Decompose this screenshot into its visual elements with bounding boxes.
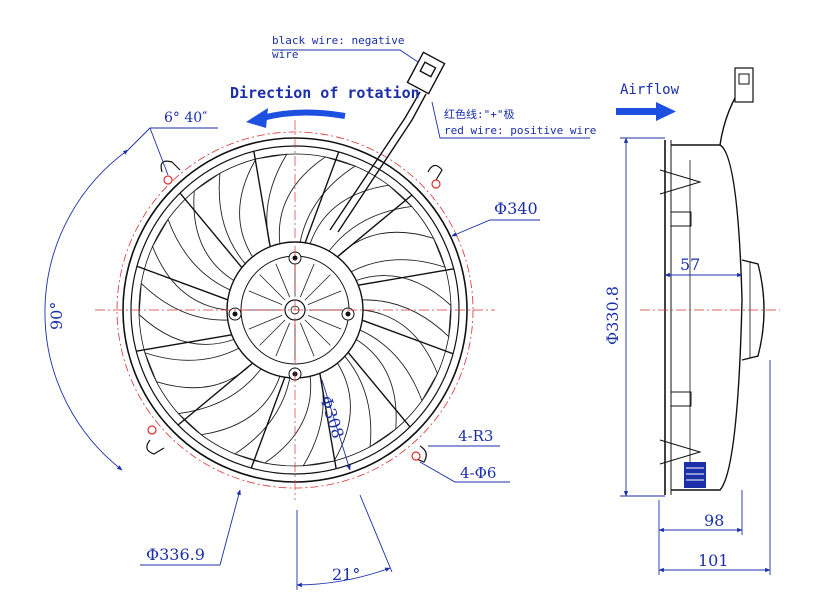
black-wire-label: black wire: negative <box>272 34 404 47</box>
airflow-arrow <box>616 102 676 121</box>
frame-strut <box>179 192 243 269</box>
hub-ribs <box>245 260 345 360</box>
side-view <box>640 67 780 495</box>
fan-blade <box>309 184 413 252</box>
angle-90-label: 90° <box>47 302 66 330</box>
frame-strut <box>253 151 271 247</box>
frame-strut <box>177 362 254 426</box>
hub-rib <box>307 290 342 306</box>
frame-strut <box>336 194 413 258</box>
dia-308-label: Φ308 <box>316 393 348 440</box>
fan-blade <box>359 309 438 402</box>
hub-rib <box>248 314 283 330</box>
frame-strut <box>304 151 340 244</box>
hub-rib <box>259 319 286 346</box>
fan-blade <box>302 362 351 467</box>
hub-rib <box>248 290 283 306</box>
fan-blade <box>144 347 253 389</box>
fan-blades <box>138 153 452 467</box>
dim-57-label: 57 <box>680 255 700 274</box>
fan-blade <box>278 156 357 244</box>
fan-blade <box>233 376 312 464</box>
frame-strut <box>136 265 229 301</box>
fan-blade <box>337 231 446 273</box>
fan-blade <box>344 339 397 448</box>
red-wire-cn-label: 红色线:"+"极 <box>444 107 515 121</box>
frame-strut <box>250 376 286 469</box>
hub-rib <box>304 274 331 301</box>
hub-rib <box>259 274 286 301</box>
fan-blade <box>193 172 246 281</box>
hub-rib <box>275 263 291 298</box>
front-dimensions <box>44 49 590 590</box>
direction-label: Direction of rotation <box>230 84 420 102</box>
front-view <box>95 51 495 500</box>
angle-21-label: 21° <box>332 565 360 584</box>
frame-strut <box>319 373 337 469</box>
fan-blade <box>152 218 231 311</box>
hub-rib <box>299 263 315 298</box>
r3-label: 4-R3 <box>458 427 493 445</box>
dia-330-8-label: Φ330.8 <box>603 286 622 345</box>
dim-101-label: 101 <box>698 551 729 570</box>
frame-strut <box>358 268 454 286</box>
dia-340-label: Φ340 <box>494 199 538 218</box>
fan-blade <box>356 275 452 338</box>
fan-blade <box>177 368 281 436</box>
rotation-arrow <box>246 108 346 128</box>
hub-rib <box>275 322 291 357</box>
side-dimensions <box>620 137 771 575</box>
power-wire <box>329 51 446 233</box>
frame-struts <box>136 151 454 469</box>
mounting-lugs <box>146 160 443 463</box>
hub-rib <box>299 322 315 357</box>
frame-strut <box>361 319 454 355</box>
frame-strut <box>347 351 411 428</box>
frame-strut <box>136 334 232 352</box>
center-lines <box>95 120 495 500</box>
hub-rib <box>307 314 342 330</box>
hole-6-label: 4-Φ6 <box>460 464 496 482</box>
dim-98-label: 98 <box>704 511 724 530</box>
fan-blade <box>239 153 288 258</box>
fan-blade <box>138 282 234 345</box>
dia-336-9-label: Φ336.9 <box>146 545 205 564</box>
airflow-label: Airflow <box>620 82 680 98</box>
rotation-angle-label: 6° 40″ <box>164 110 207 126</box>
red-wire-en-label: red wire: positive wire <box>444 124 596 137</box>
hub-rib <box>304 319 331 346</box>
black-wire-label-2: wire <box>272 48 299 61</box>
